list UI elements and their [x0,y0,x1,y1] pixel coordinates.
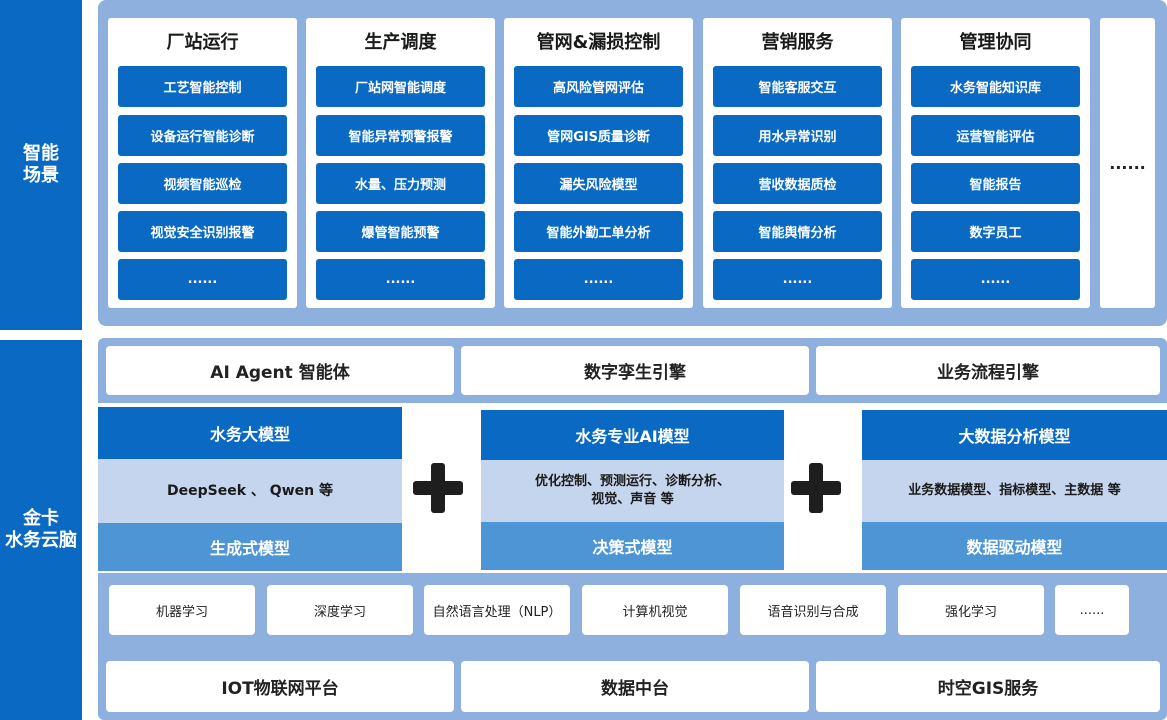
technology-item: 语音识别与合成 [740,585,886,635]
scene-item: 高风险管网评估 [514,66,683,107]
scene-item: ...... [713,259,882,300]
technology-item: 深度学习 [267,585,413,635]
scene-column-title: 管理协同 [959,32,1032,53]
scene-item: 爆管智能预警 [316,211,485,252]
scene-item: ...... [911,259,1080,300]
plus-icon-1-vertical [431,463,445,513]
platform-iot: IOT物联网平台 [106,661,454,712]
scene-column: 营销服务智能客服交互用水异常识别营收数据质检智能舆情分析...... [703,18,892,308]
scene-item: ...... [316,259,485,300]
scene-item: 智能舆情分析 [713,211,882,252]
model-bigdata-desc: 业务数据模型、指标模型、主数据 等 [862,460,1167,522]
technology-item: 强化学习 [898,585,1044,635]
scene-item: 漏失风险模型 [514,163,683,204]
scene-more-column: ...... [1100,18,1155,308]
model-bigdata-type: 数据驱动模型 [862,522,1167,570]
engine-digital-twin: 数字孪生引擎 [461,346,809,395]
scene-more-text: ...... [1109,153,1146,173]
scene-item: 工艺智能控制 [118,66,287,107]
model-water-llm-desc: DeepSeek 、 Qwen 等 [98,459,402,523]
model-bigdata-title: 大数据分析模型 [862,410,1167,460]
scene-item: ...... [514,259,683,300]
scene-column-title: 厂站运行 [166,32,239,53]
plus-icon-2-vertical [809,463,823,513]
scene-item: 水量、压力预测 [316,163,485,204]
model-water-llm-title: 水务大模型 [98,407,402,459]
scene-item: 运营智能评估 [911,115,1080,156]
scene-item: 数字员工 [911,211,1080,252]
model-water-ai-title: 水务专业AI模型 [481,410,784,460]
scene-column: 厂站运行工艺智能控制设备运行智能诊断视频智能巡检视觉安全识别报警...... [108,18,297,308]
model-water-ai-desc: 优化控制、预测运行、诊断分析、 视觉、声音 等 [481,460,784,522]
technology-item: 计算机视觉 [582,585,728,635]
scene-column: 管理协同水务智能知识库运营智能评估智能报告数字员工...... [901,18,1090,308]
engine-workflow: 业务流程引擎 [816,346,1160,395]
scene-column-title: 生产调度 [364,32,437,53]
platform-data-middle: 数据中台 [461,661,809,712]
scene-item: 厂站网智能调度 [316,66,485,107]
scene-item: 智能异常预警报警 [316,115,485,156]
model-water-llm-type: 生成式模型 [98,523,402,571]
scene-column: 生产调度厂站网智能调度智能异常预警报警水量、压力预测爆管智能预警...... [306,18,495,308]
scene-item: 智能报告 [911,163,1080,204]
scene-item: 视频智能巡检 [118,163,287,204]
scene-item: 水务智能知识库 [911,66,1080,107]
scene-item: 智能外勤工单分析 [514,211,683,252]
technology-item: 机器学习 [109,585,255,635]
scene-column-title: 营销服务 [761,32,834,53]
scene-column: 管网&漏损控制高风险管网评估管网GIS质量诊断漏失风险模型智能外勤工单分析...… [504,18,693,308]
platform-gis: 时空GIS服务 [816,661,1160,712]
scene-side-label: 智能 场景 [0,0,82,330]
scene-column-title: 管网&漏损控制 [536,32,661,53]
scene-item: 视觉安全识别报警 [118,211,287,252]
scene-item: ...... [118,259,287,300]
technology-item: 自然语言处理（NLP） [424,585,570,635]
technology-item: ...... [1055,585,1129,635]
scene-item: 智能客服交互 [713,66,882,107]
scene-item: 管网GIS质量诊断 [514,115,683,156]
engine-ai-agent: AI Agent 智能体 [106,346,454,395]
brain-side-label: 金卡 水务云脑 [0,340,82,720]
scene-item: 设备运行智能诊断 [118,115,287,156]
model-water-ai-type: 决策式模型 [481,522,784,570]
scene-item: 用水异常识别 [713,115,882,156]
scene-item: 营收数据质检 [713,163,882,204]
